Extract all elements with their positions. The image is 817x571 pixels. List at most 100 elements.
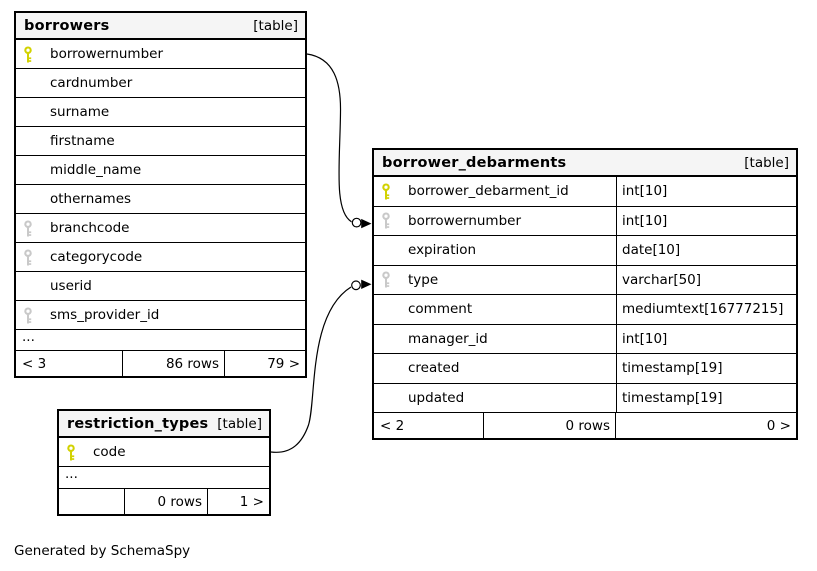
column-name-cell: type: [374, 265, 617, 294]
table-restriction-types: restriction_types [table] code ... 0 row…: [57, 409, 271, 516]
column-row[interactable]: borrowernumber int[10]: [374, 206, 796, 236]
key-icon: [23, 104, 40, 121]
table-footer: < 3 86 rows 79 >: [16, 351, 305, 376]
paging-next[interactable]: 1 >: [239, 493, 264, 510]
column-row[interactable]: branchcode: [16, 214, 305, 243]
foreign-key-icon: [381, 271, 398, 288]
table-header: borrower_debarments [table]: [374, 150, 796, 177]
column-name-cell: comment: [374, 295, 617, 324]
column-name: categorycode: [50, 249, 143, 265]
column-name-cell: manager_id: [374, 324, 617, 353]
column-name: middle_name: [50, 162, 142, 178]
column-row[interactable]: userid: [16, 272, 305, 301]
column-name: created: [408, 360, 460, 377]
column-row[interactable]: comment mediumtext[16777215]: [374, 295, 796, 325]
table-title[interactable]: borrower_debarments: [382, 154, 567, 171]
column-name: othernames: [50, 191, 132, 207]
arrowhead-icon: [361, 218, 372, 229]
column-row[interactable]: borrowernumber: [16, 40, 305, 69]
column-type: timestamp[19]: [622, 360, 723, 377]
column-row[interactable]: middle_name: [16, 156, 305, 185]
key-icon: [381, 242, 398, 259]
paging-prev[interactable]: [59, 489, 125, 514]
column-type: mediumtext[16777215]: [622, 301, 784, 318]
column-name: sms_provider_id: [50, 307, 160, 323]
generated-by-note: Generated by SchemaSpy: [14, 543, 191, 559]
key-icon: [381, 360, 398, 377]
table-footer: < 2 0 rows 0 >: [374, 413, 796, 438]
column-row[interactable]: sms_provider_id: [16, 301, 305, 330]
column-name-cell: expiration: [374, 236, 617, 265]
primary-key-icon: [23, 45, 40, 63]
column-row[interactable]: firstname: [16, 127, 305, 156]
row-count: 0 rows: [484, 413, 616, 438]
column-row[interactable]: expiration date[10]: [374, 236, 796, 266]
foreign-key-icon: [23, 248, 40, 266]
column-name: code: [93, 444, 126, 460]
column-row[interactable]: manager_id int[10]: [374, 324, 796, 354]
column-name-cell: updated: [374, 383, 617, 412]
column-type: int[10]: [622, 183, 668, 200]
column-row[interactable]: categorycode: [16, 243, 305, 272]
table-type-tag: [table]: [744, 154, 789, 171]
column-name: borrowernumber: [50, 46, 164, 62]
key-icon: [23, 133, 40, 150]
foreign-key-icon: [381, 212, 398, 229]
key-icon: [23, 162, 40, 179]
column-type: date[10]: [622, 242, 681, 259]
column-type: int[10]: [622, 330, 668, 347]
paging-prev[interactable]: < 3: [16, 351, 123, 376]
table-title[interactable]: restriction_types: [67, 415, 209, 432]
table-title[interactable]: borrowers: [24, 17, 110, 34]
circle-connector: [351, 217, 362, 228]
table-footer: 0 rows 1 >: [59, 489, 269, 514]
paging-prev[interactable]: < 2: [374, 413, 484, 438]
circle-connector: [351, 280, 361, 291]
column-row[interactable]: type varchar[50]: [374, 265, 796, 295]
key-icon: [381, 389, 398, 406]
column-name: type: [408, 271, 439, 288]
column-name-cell: borrower_debarment_id: [374, 177, 617, 206]
column-row[interactable]: surname: [16, 98, 305, 127]
column-type: varchar[50]: [622, 271, 702, 288]
key-icon: [23, 278, 40, 295]
column-name: comment: [408, 301, 473, 318]
row-count: 0 rows: [125, 489, 208, 514]
column-name: updated: [408, 389, 465, 406]
row-count: 86 rows: [123, 351, 225, 376]
arrowhead-icon: [361, 279, 372, 289]
column-name: borrowernumber: [408, 212, 522, 229]
foreign-key-icon: [23, 306, 40, 324]
primary-key-icon: [381, 183, 398, 200]
column-name-cell: borrowernumber: [374, 206, 617, 235]
column-row[interactable]: updated timestamp[19]: [374, 383, 796, 413]
column-row[interactable]: borrower_debarment_id int[10]: [374, 177, 796, 207]
column-name: surname: [50, 104, 110, 120]
ellipsis-row: ...: [16, 330, 305, 351]
ellipsis-row: ...: [59, 467, 269, 489]
key-icon: [23, 75, 40, 92]
column-name-cell: created: [374, 354, 617, 383]
relationship-line-borrowers-to-debarments: [306, 53, 352, 223]
column-name: expiration: [408, 242, 477, 259]
key-icon: [23, 191, 40, 208]
foreign-key-icon: [23, 219, 40, 237]
table-header: borrowers [table]: [16, 13, 305, 40]
column-type: timestamp[19]: [622, 389, 723, 406]
paging-next[interactable]: 79 >: [267, 355, 300, 372]
paging-next[interactable]: 0 >: [766, 417, 791, 434]
column-name: cardnumber: [50, 75, 133, 91]
column-row[interactable]: othernames: [16, 185, 305, 214]
table-header: restriction_types [table]: [59, 411, 269, 438]
column-row[interactable]: created timestamp[19]: [374, 354, 796, 384]
table-type-tag: [table]: [217, 415, 262, 432]
column-name: userid: [50, 278, 92, 294]
column-row[interactable]: code: [59, 438, 269, 467]
column-name: manager_id: [408, 330, 488, 347]
key-icon: [381, 330, 398, 347]
column-type: int[10]: [622, 212, 668, 229]
column-row[interactable]: cardnumber: [16, 69, 305, 98]
table-type-tag: [table]: [253, 17, 298, 34]
column-name: firstname: [50, 133, 115, 149]
